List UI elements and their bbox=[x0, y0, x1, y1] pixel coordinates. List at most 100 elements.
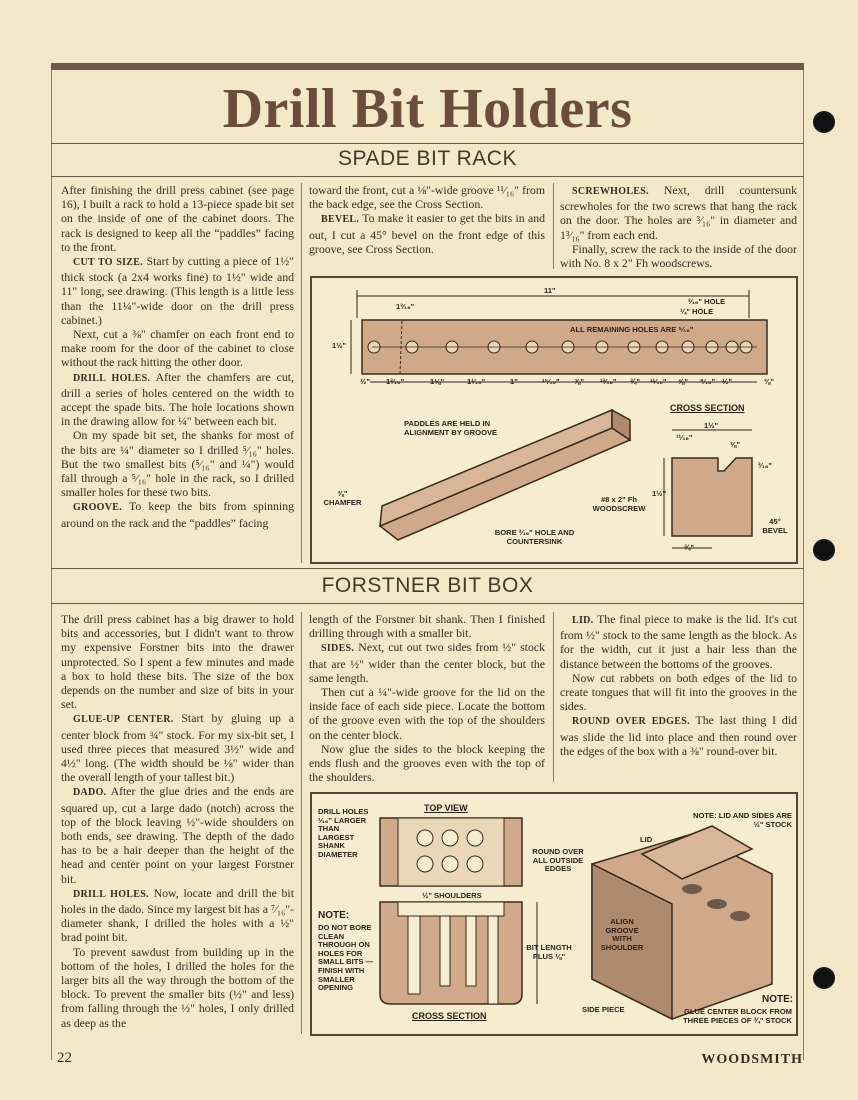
paragraph: Drill Holes. After the chamfers are cut,… bbox=[61, 370, 294, 429]
lid-label: LID bbox=[640, 835, 653, 844]
forstner-column-2: length of the Forstner bit shank. Then I… bbox=[309, 612, 545, 784]
run-in-heading: Glue-Up Center. bbox=[73, 714, 174, 726]
column-divider bbox=[301, 183, 302, 563]
spacing-dimension: 1¹⁄₁₆" bbox=[467, 377, 486, 386]
run-in-heading: Lid. bbox=[572, 615, 594, 626]
paragraph-text: Next, cut out two sides from ½" stock th… bbox=[309, 640, 545, 685]
paragraph: Screwholes. Next, drill countersunk scre… bbox=[560, 183, 797, 242]
spacing-dimension: 1⅛" bbox=[430, 377, 445, 386]
paddles-label: PADDLES ARE HELD IN ALIGNMENT BY GROOVE bbox=[404, 419, 498, 437]
run-in-heading: Groove. bbox=[73, 502, 123, 514]
run-in-heading: Drill Holes. bbox=[73, 372, 151, 384]
spacing-dimension: ¹¹⁄₁₆" bbox=[650, 377, 667, 386]
note1-text: DO NOT BORE CLEAN THROUGH ON HOLES FOR S… bbox=[318, 923, 374, 993]
column-divider bbox=[553, 183, 554, 269]
spade-column-3: Screwholes. Next, drill countersunk scre… bbox=[560, 183, 797, 270]
note2-label: NOTE: LID AND SIDES ARE ½" STOCK bbox=[692, 811, 792, 829]
paragraph: To prevent sawdust from building up in t… bbox=[61, 945, 294, 1030]
spade-column-2: toward the front, cut a ⅛"-wide groove ¹… bbox=[309, 183, 545, 256]
page-number: 22 bbox=[57, 1050, 72, 1066]
hole-316-label: ³⁄₁₆" HOLE bbox=[688, 297, 726, 306]
paragraph-text: Now glue the sides to the block keeping … bbox=[309, 741, 545, 785]
bore-label: BORE ³⁄₁₆" HOLE AND COUNTERSINK bbox=[494, 528, 575, 546]
paragraph: Now cut rabbets on both edges of the lid… bbox=[560, 671, 797, 714]
section-rule-2 bbox=[51, 568, 804, 569]
spacing-dimension: ½" bbox=[722, 377, 732, 386]
paragraph-text: Start by gluing up a center block from ¾… bbox=[61, 711, 295, 785]
left-page-border bbox=[51, 70, 52, 1060]
paragraph: Groove. To keep the bits from spinning a… bbox=[61, 499, 294, 529]
title-rule bbox=[51, 143, 804, 144]
cs-316-label: ³⁄₁₆" bbox=[758, 461, 772, 470]
run-in-heading: Drill Holes. bbox=[73, 888, 149, 900]
spacing-dimension: ½" bbox=[360, 377, 370, 386]
run-in-heading: Dado. bbox=[73, 787, 107, 799]
cross-section-box bbox=[379, 901, 523, 1005]
paragraph: Finally, screw the rack to the inside of… bbox=[560, 242, 797, 270]
spacing-dimension: ⅜" bbox=[764, 377, 774, 386]
page-title: Drill Bit Holders bbox=[222, 78, 633, 140]
note3-text: GLUE CENTER BLOCK FROM THREE PIECES OF ¾… bbox=[683, 1007, 792, 1025]
spacing-dimension: ¹⁵⁄₁₆" bbox=[542, 377, 560, 386]
cross-section-title: CROSS SECTION bbox=[670, 403, 745, 413]
column-divider bbox=[301, 612, 302, 1034]
paragraph: Dado. After the glue dries and the ends … bbox=[61, 784, 294, 885]
run-in-heading: Sides. bbox=[321, 643, 355, 655]
paragraph: Next, cut a ⅜" chamfer on each front end… bbox=[61, 327, 294, 370]
run-in-heading: Screwholes. bbox=[572, 186, 649, 197]
spacing-dimension: ⅝" bbox=[678, 377, 688, 386]
spacing-dimension: ¹³⁄₁₆" bbox=[600, 377, 617, 386]
paragraph-text: Finally, screw the rack to the inside of… bbox=[560, 241, 797, 271]
cs-34-label: ¾" bbox=[684, 543, 694, 552]
paragraph-text: Now cut rabbets on both edges of the lid… bbox=[560, 670, 797, 714]
paragraph: Now glue the sides to the block keeping … bbox=[309, 742, 545, 785]
chamfer-label: ⅜" CHAMFER bbox=[323, 489, 362, 507]
height-label: 1½" bbox=[332, 341, 347, 350]
cs-width-label: 1½" bbox=[704, 421, 719, 430]
paragraph: length of the Forstner bit shank. Then I… bbox=[309, 612, 545, 640]
cs-1116-label: ¹¹⁄₁₆" bbox=[676, 433, 693, 442]
forstner-column-1: The drill press cabinet has a big drawer… bbox=[61, 612, 294, 1030]
spade-rack-drawing: 11" 1³⁄₁₆" 1½" ³⁄₁₆" HOLE ¼" HOLE ALL RE… bbox=[310, 276, 798, 564]
right-page-border bbox=[803, 70, 804, 1060]
remaining-holes-label: ALL REMAINING HOLES ARE ⁵⁄₁₆" bbox=[570, 325, 694, 334]
paragraph-text: Next, drill countersunk screwholes for t… bbox=[560, 183, 797, 242]
paragraph-text: To make it easier to get the bits in and… bbox=[309, 211, 545, 256]
round-over-label: ROUND OVER ALL OUTSIDE EDGES bbox=[532, 847, 584, 874]
paragraph: Round Over Edges. The last thing I did w… bbox=[560, 713, 797, 758]
paragraph-text: Then cut a ¼"-wide groove for the lid on… bbox=[309, 685, 545, 742]
hole-14-label: ¼" HOLE bbox=[680, 307, 714, 316]
paragraph: Lid. The final piece to make is the lid.… bbox=[560, 612, 797, 671]
column-divider bbox=[553, 612, 554, 782]
note3-title: NOTE: bbox=[762, 994, 794, 1005]
paragraph-text: To keep the bits from spinning around on… bbox=[61, 499, 294, 530]
section-heading-spade: SPADE BIT RACK bbox=[338, 147, 517, 170]
cs-height-label: 1½" bbox=[652, 489, 667, 498]
paragraph-text: toward the front, cut a ⅛"-wide groove ¹… bbox=[309, 183, 545, 212]
spacing-dimension: ¾" bbox=[630, 377, 640, 386]
paragraph: Glue-Up Center. Start by gluing up a cen… bbox=[61, 711, 294, 784]
cs-18-label: ⅛" bbox=[730, 440, 740, 449]
spacing-dimension: ⁹⁄₁₆" bbox=[700, 377, 716, 386]
magazine-name: WOODSMITH bbox=[701, 1052, 803, 1067]
paragraph-text: Start by cutting a piece of 1½" thick st… bbox=[61, 254, 294, 327]
paragraph-text: The drill press cabinet has a big drawer… bbox=[61, 612, 294, 712]
drill-holes-label: DRILL HOLES ¹⁄₁₆" LARGER THAN LARGEST SH… bbox=[318, 807, 369, 859]
paragraph-text: Next, cut a ⅜" chamfer on each front end… bbox=[61, 327, 294, 370]
top-border-bar bbox=[51, 63, 804, 70]
spacing-dimension: 1³⁄₁₆" bbox=[386, 377, 405, 386]
screw-label: #8 x 2" Fh WOODSCREW bbox=[592, 495, 646, 513]
paragraph: Bevel. To make it easier to get the bits… bbox=[309, 211, 545, 256]
paragraph-text: length of the Forstner bit shank. Then I… bbox=[309, 612, 545, 641]
run-in-heading: Cut to Size. bbox=[73, 257, 144, 269]
spacing-dimension: 1" bbox=[510, 377, 518, 386]
overall-length-label: 11" bbox=[544, 286, 556, 295]
paragraph: Then cut a ¼"-wide groove for the lid on… bbox=[309, 685, 545, 742]
cross-section-block bbox=[671, 457, 753, 537]
paragraph: The drill press cabinet has a big drawer… bbox=[61, 612, 294, 711]
rack-3d-view bbox=[378, 427, 632, 541]
paragraph-text: On my spade bit set, the shanks for most… bbox=[61, 428, 294, 500]
forstner-box-svg bbox=[379, 817, 773, 1021]
binder-hole-bottom bbox=[813, 967, 835, 989]
